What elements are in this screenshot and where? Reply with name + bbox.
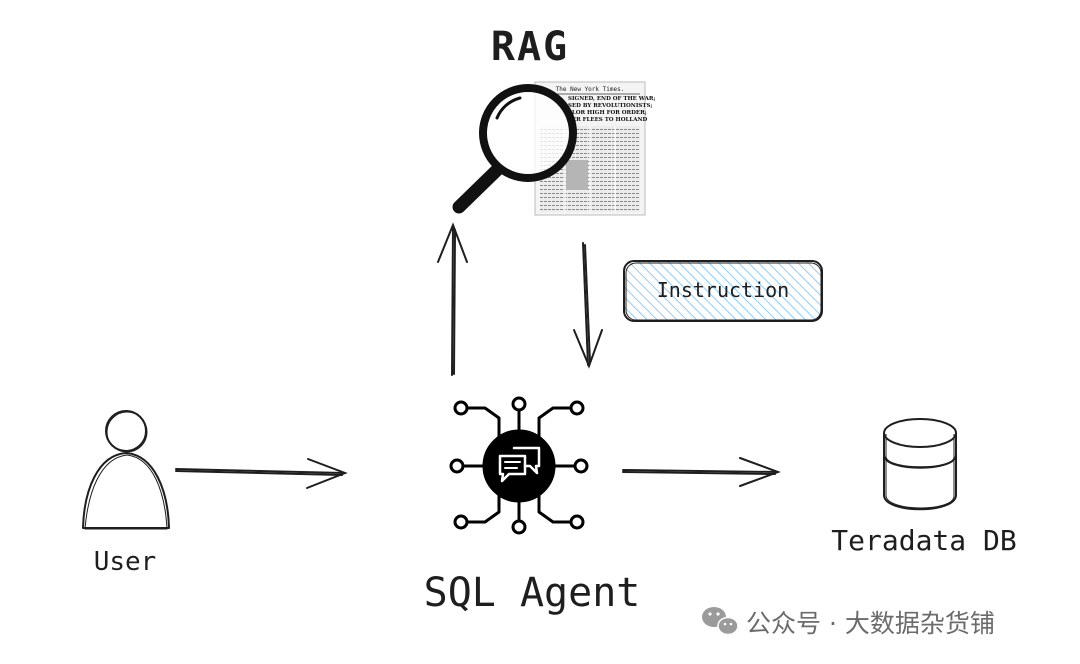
- newspaper-masthead: The New York Times.: [556, 86, 625, 93]
- sql-agent-label: SQL Agent: [424, 570, 641, 616]
- newspaper-image: The New York Times. SIGNED, END OF THE W…: [534, 81, 655, 216]
- wechat-icon: [702, 607, 739, 636]
- database-icon: [883, 418, 957, 511]
- magnifier-icon: [452, 84, 577, 214]
- rag-label: RAG: [491, 24, 569, 70]
- chat-circuit-icon: [449, 396, 589, 535]
- teradata-db-label: Teradata DB: [831, 524, 1016, 557]
- newspaper-headline: SIGNED, END OF THE WAR;: [568, 96, 655, 102]
- watermark-text: 公众号 · 大数据杂货铺: [746, 609, 995, 638]
- instruction-box: Instruction: [623, 260, 823, 322]
- arrow-agent-to-rag: [437, 222, 468, 376]
- arrow-agent-to-db: [622, 457, 781, 487]
- newspaper-headline: SER FLEES TO HOLLAND: [568, 117, 648, 123]
- arrow-rag-to-agent: [573, 242, 603, 369]
- newspaper-headline: LLOR HIGH FOR ORDER;: [568, 110, 647, 116]
- user-icon: [82, 410, 170, 530]
- user-label: User: [94, 547, 157, 577]
- instruction-label: Instruction: [657, 278, 789, 302]
- arrow-user-to-agent: [175, 458, 348, 489]
- newspaper-headline: SED BY REVOLUTIONISTS;: [568, 103, 652, 109]
